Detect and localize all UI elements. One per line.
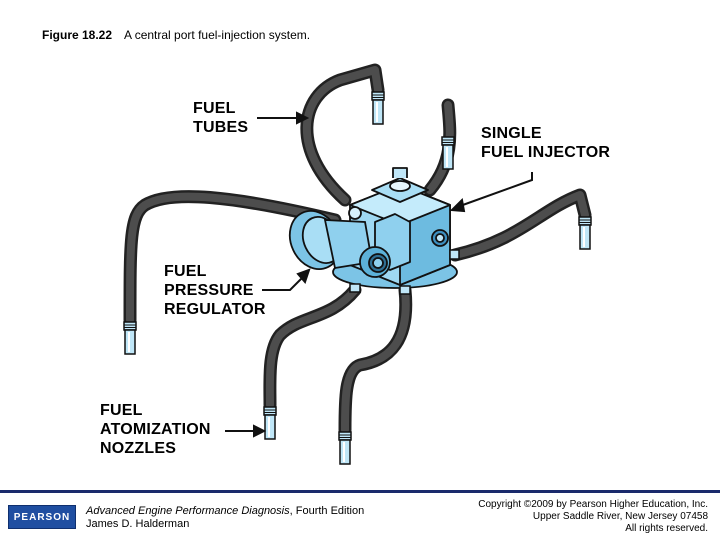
nozzle-top-left (371, 91, 385, 125)
leader-arrows (225, 111, 533, 438)
nozzle-bottom-right (338, 431, 352, 465)
label-injector-line2: FUEL INJECTOR (481, 144, 611, 161)
label-regulator-line3: REGULATOR (164, 301, 266, 318)
nozzle-top-right (441, 136, 455, 170)
label-fuel-pressure-regulator: FUEL PRESSURE REGULATOR (164, 262, 266, 319)
nozzle-left (123, 321, 137, 355)
book-author: James D. Halderman (86, 518, 190, 530)
label-fuel-tubes-line1: FUEL (193, 100, 236, 117)
pressure-regulator (288, 210, 391, 278)
label-regulator-line1: FUEL (164, 263, 207, 280)
fuel-injection-diagram (123, 63, 592, 465)
label-fuel-atomization-nozzles: FUEL ATOMIZATION NOZZLES (100, 401, 211, 458)
copyright-notice: Copyright ©2009 by Pearson Higher Educat… (478, 499, 708, 535)
label-fuel-tubes-line2: TUBES (193, 119, 249, 136)
copyright-line-2: Upper Saddle River, New Jersey 07458 (532, 511, 708, 522)
book-title: Advanced Engine Performance Diagnosis (86, 505, 290, 517)
label-injector-line1: SINGLE (481, 125, 542, 142)
pearson-logo: PEARSON (8, 505, 76, 529)
caption-text: A central port fuel-injection system. (124, 28, 311, 42)
label-nozzles-line1: FUEL (100, 402, 143, 419)
copyright-line-3: All rights reserved. (625, 523, 708, 534)
label-nozzles-line2: ATOMIZATION (100, 421, 211, 438)
book-edition: , Fourth Edition (289, 505, 365, 517)
copyright-line-1: Copyright ©2009 by Pearson Higher Educat… (478, 499, 708, 510)
tube-top-left (300, 63, 385, 207)
figure-label: Figure 18.22 (42, 28, 113, 42)
tube-fittings (349, 249, 460, 295)
injector-body (332, 167, 458, 289)
book-info: Advanced Engine Performance Diagnosis, F… (86, 505, 364, 531)
label-regulator-line2: PRESSURE (164, 282, 254, 299)
figure-caption: Figure 18.22 A central port fuel-injectio… (42, 28, 310, 42)
label-nozzles-line3: NOZZLES (100, 440, 177, 457)
nozzle-bottom-left (263, 406, 277, 440)
label-single-fuel-injector: SINGLE FUEL INJECTOR (481, 124, 610, 162)
nozzle-right (578, 216, 592, 250)
footer-rule (0, 490, 720, 493)
label-fuel-tubes: FUEL TUBES (193, 99, 248, 137)
